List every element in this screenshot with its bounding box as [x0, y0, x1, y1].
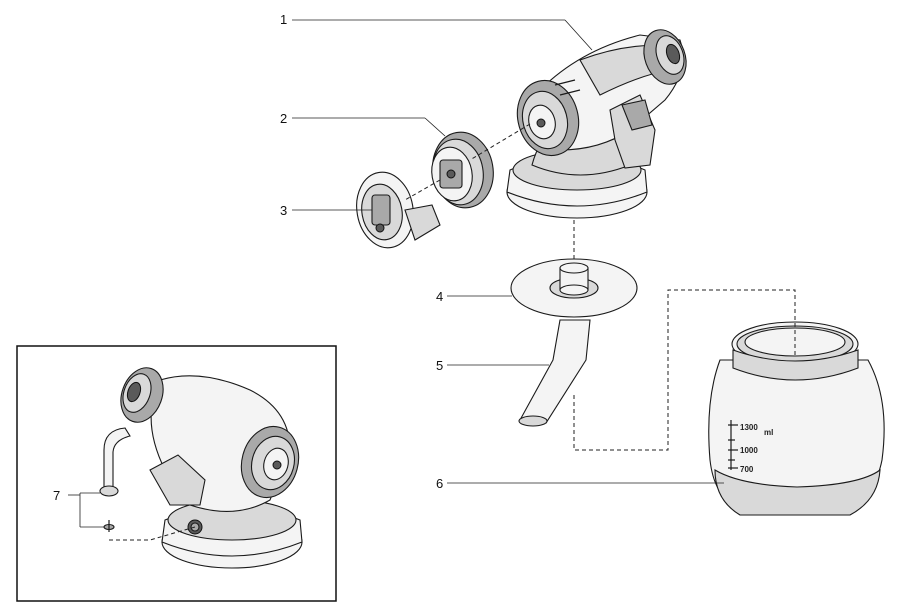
container-scale: 1300 ml 1000 700 — [728, 420, 773, 474]
scale-label-700: 700 — [740, 465, 754, 474]
callout-5: 5 — [436, 358, 443, 373]
part-6-container: 1300 ml 1000 700 — [708, 321, 885, 516]
callout-2: 2 — [280, 111, 287, 126]
callout-4: 4 — [436, 289, 443, 304]
assembly-dashed-lines — [404, 123, 796, 451]
part-3-nozzle-cover — [356, 171, 441, 249]
inset-detail-box — [16, 345, 337, 602]
scale-label-1000: 1000 — [740, 446, 758, 455]
part-4-seal-disk — [510, 258, 638, 318]
scale-unit: ml — [764, 428, 773, 437]
part-1-spray-body — [506, 29, 687, 219]
callout-7-bracket — [68, 492, 104, 528]
scale-label-1300: 1300 — [740, 423, 758, 432]
part-2-air-cap — [431, 131, 494, 209]
callout-7: 7 — [53, 488, 60, 503]
callout-6: 6 — [436, 476, 443, 491]
callout-leaders — [292, 19, 724, 484]
part-5-suction-tube — [518, 319, 591, 427]
callout-3: 3 — [280, 203, 287, 218]
callout-1: 1 — [280, 12, 287, 27]
